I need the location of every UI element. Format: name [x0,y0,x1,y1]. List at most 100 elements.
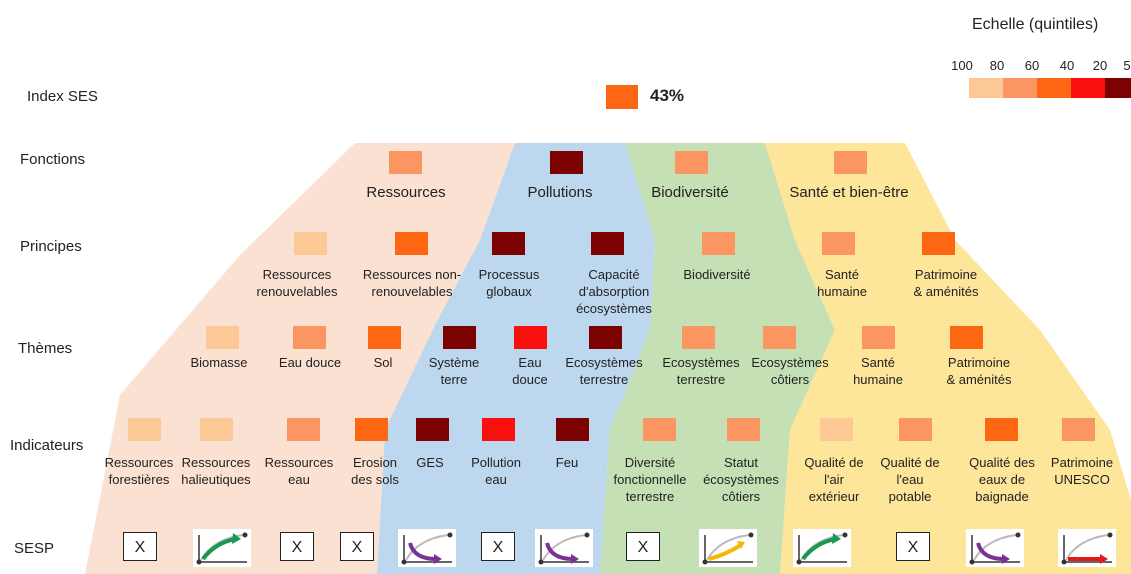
theme-square [682,326,715,349]
scale-swatch [1071,78,1105,98]
theme-square [293,326,326,349]
index-color-square [606,85,638,109]
band-pollutions [377,143,655,574]
indicateur-label: GES [416,455,444,470]
row-label-sesp: SESP [14,540,55,557]
sesp-x-box: X [896,532,930,561]
scale-swatch [1037,78,1071,98]
principe-square [922,232,955,255]
sesp-x-box: X [481,532,515,561]
gauge-up-green-icon [793,529,851,567]
fonction-square [550,151,583,174]
scale-tick: 80 [989,58,1005,73]
indicateur-square [556,418,589,441]
gauge-up-green-icon [193,529,251,567]
gauge-down-purple-icon [966,529,1024,567]
fonction-label: Biodiversité [651,184,729,201]
fonction-square [389,151,422,174]
indicateur-square [200,418,233,441]
fonction-label: Pollutions [527,184,593,201]
indicateur-square [355,418,388,441]
scale-swatch [1105,78,1131,98]
sesp-x-box: X [626,532,660,561]
scale-tick: 100 [951,58,973,73]
gauge-flat-red-icon [1058,529,1116,567]
indicateur-square [128,418,161,441]
indicateur-square [1062,418,1095,441]
principe-label: Patrimoine& aménités [913,267,979,299]
theme-square [368,326,401,349]
row-label-principes: Principes [20,238,82,255]
theme-square [514,326,547,349]
sesp-x-box: X [280,532,314,561]
row-label-indicateurs: Indicateurs [10,437,84,454]
indicateur-square [482,418,515,441]
sesp-x-box: X [123,532,157,561]
fonction-label: Ressources [366,184,446,201]
fonction-square [675,151,708,174]
indicateur-square [287,418,320,441]
theme-label: Biomasse [190,355,248,370]
scale-tick: 20 [1092,58,1108,73]
principe-square [702,232,735,255]
indicateur-square [727,418,760,441]
principe-label: Ressources non-renouvelables [362,267,462,299]
principe-square [395,232,428,255]
scale-tick: 5 [1123,58,1131,73]
sesp-x-box: X [340,532,374,561]
indicateur-square [985,418,1018,441]
fonction-label: Santé et bien-être [789,184,909,201]
fonction-square [834,151,867,174]
row-label-index: Index SES [27,88,98,105]
scale-title: Echelle (quintiles) [972,16,1099,33]
principe-square [591,232,624,255]
theme-square [763,326,796,349]
row-label-themes: Thèmes [18,340,73,357]
band-biodiversite [600,143,835,574]
principe-label: Biodiversité [683,267,751,282]
index-value: 43% [650,86,685,105]
theme-label: Sol [373,355,393,370]
theme-square [206,326,239,349]
indicateur-square [643,418,676,441]
theme-square [862,326,895,349]
theme-square [589,326,622,349]
theme-label: Patrimoine& aménités [946,355,1012,387]
principe-square [492,232,525,255]
principe-square [294,232,327,255]
band-sante [765,143,1131,574]
scale-swatch [1003,78,1037,98]
theme-square [443,326,476,349]
gauge-down-purple-icon [398,529,456,567]
principe-square [822,232,855,255]
indicateur-label: Feu [555,455,579,470]
gauge-down-purple-icon [535,529,593,567]
scale-tick: 60 [1024,58,1040,73]
indicateur-square [820,418,853,441]
theme-label: Eau douce [278,355,342,370]
indicateur-square [416,418,449,441]
theme-square [950,326,983,349]
indicateur-square [899,418,932,441]
